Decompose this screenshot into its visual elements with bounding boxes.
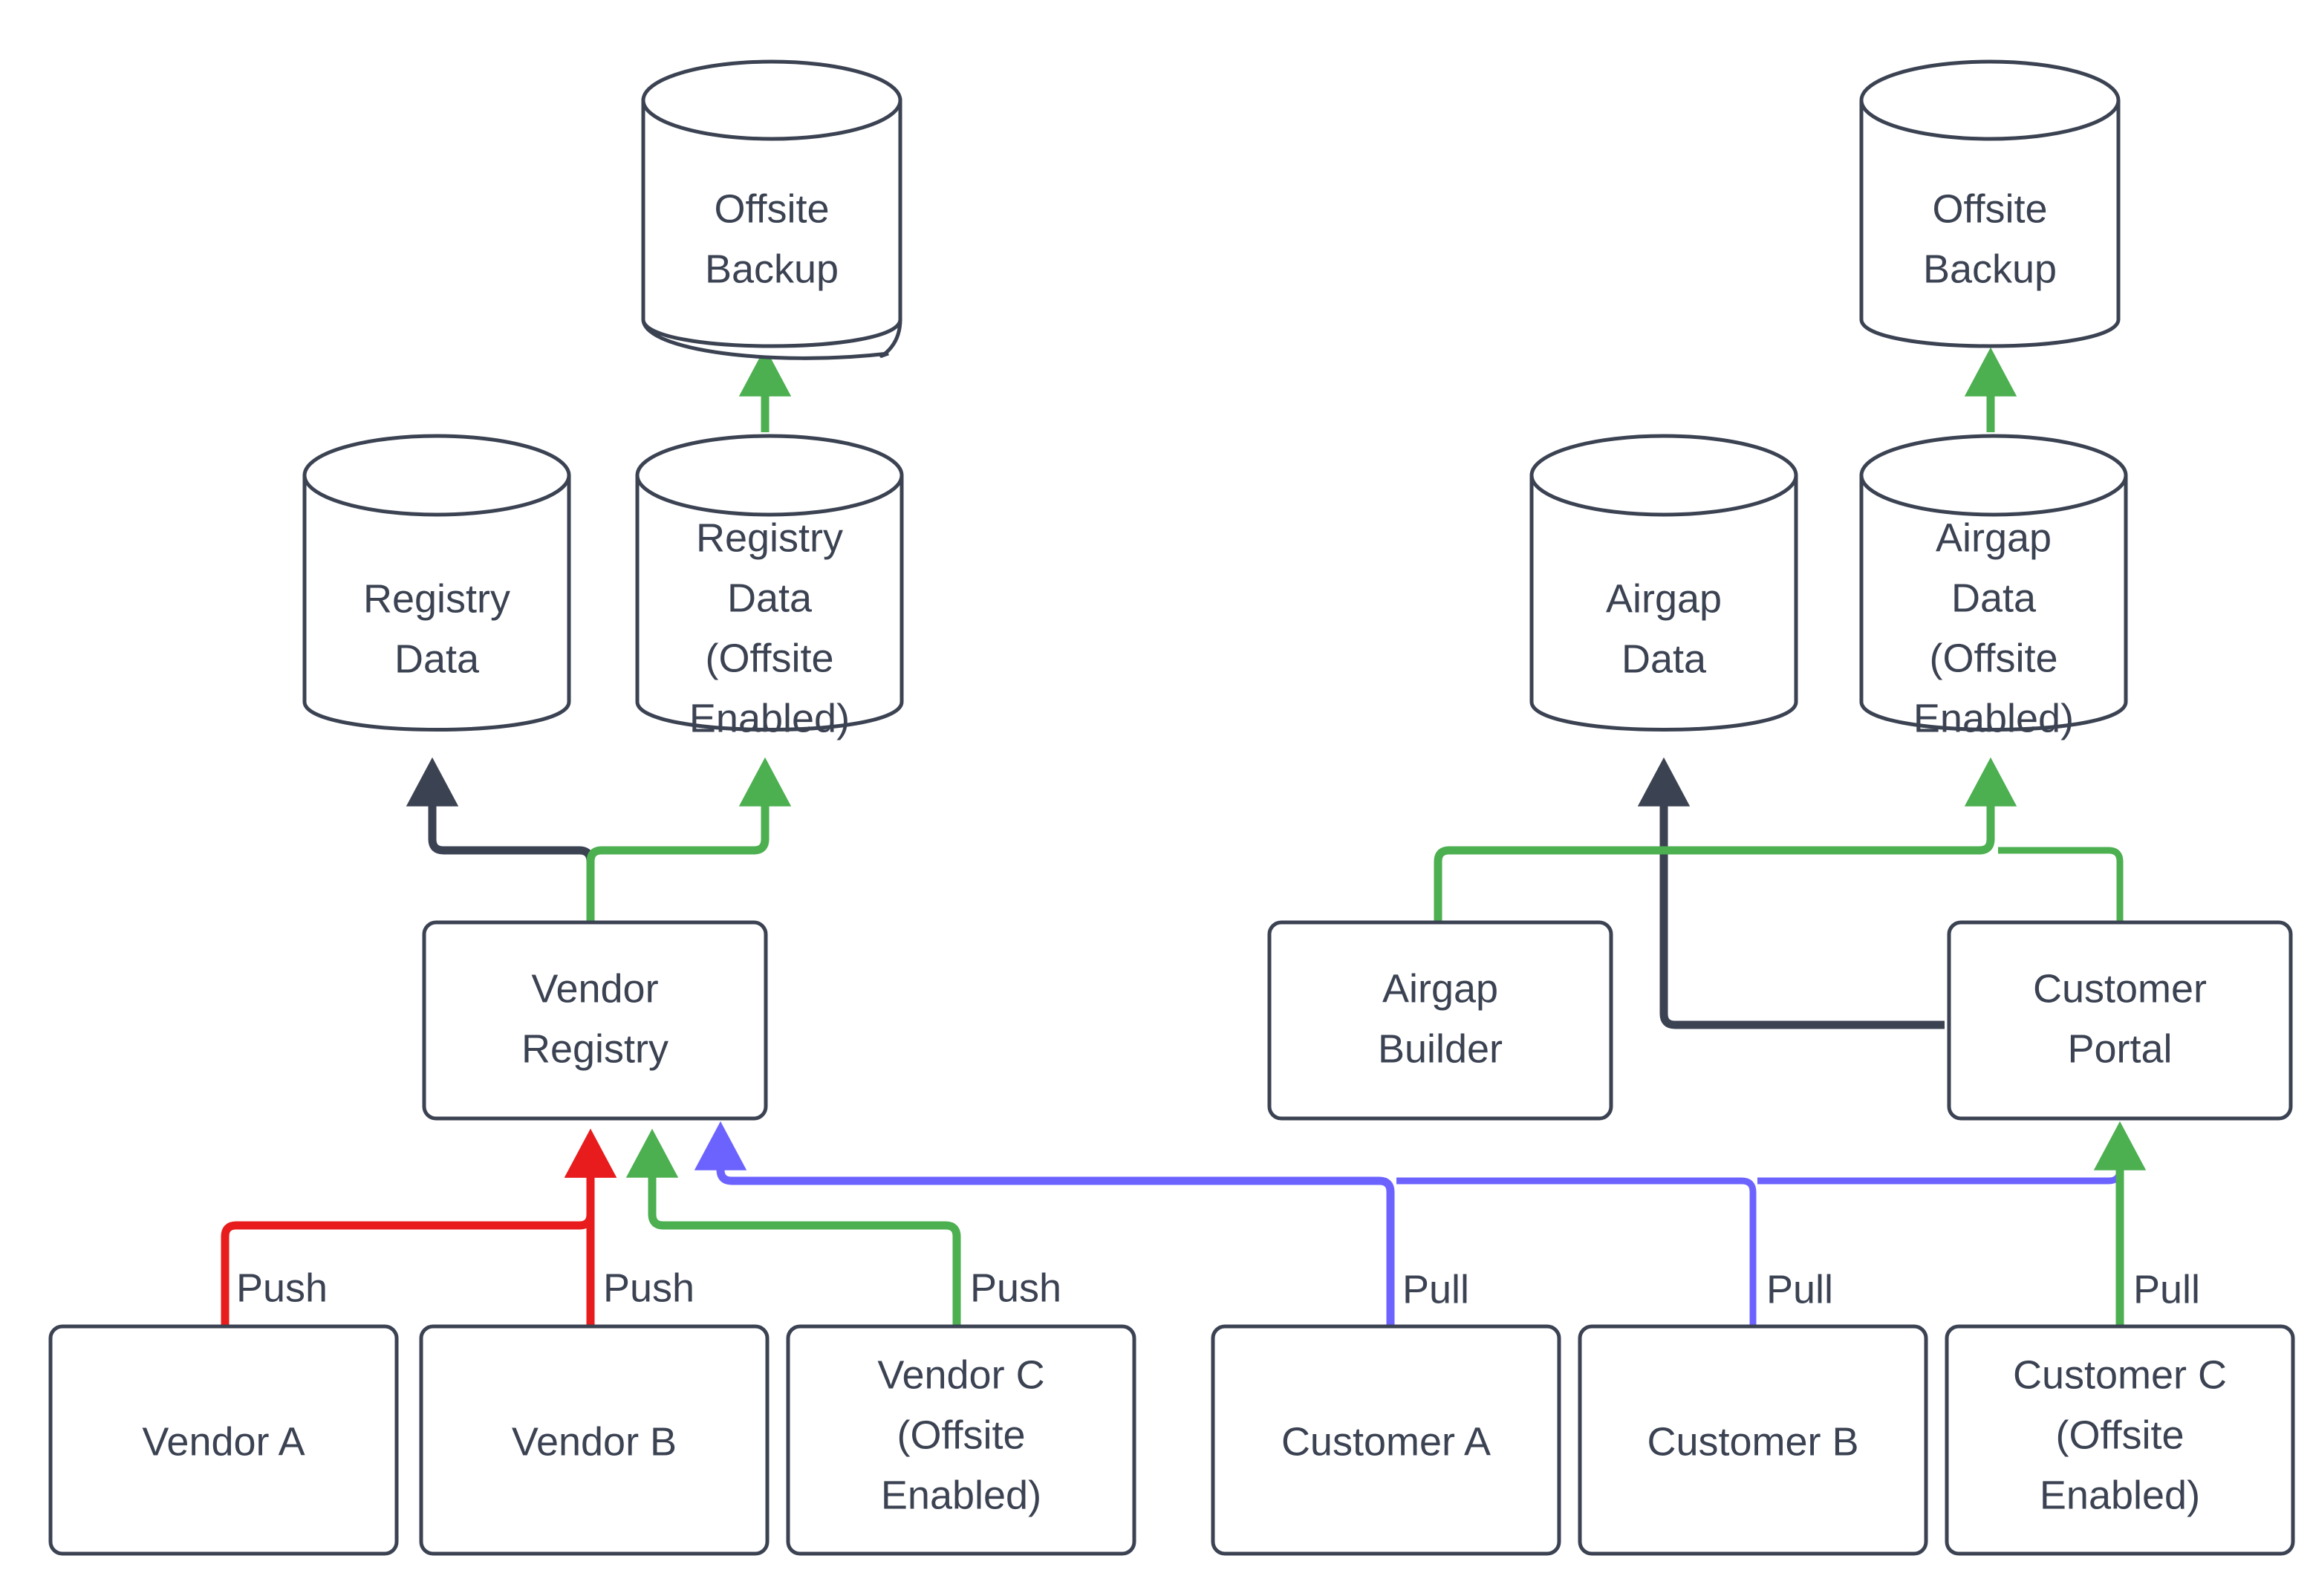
- node-customer-c[interactable]: Customer C (Offsite Enabled): [1945, 1324, 2295, 1556]
- node-label: (Offsite: [705, 636, 833, 680]
- node-registry-data[interactable]: Registry Data: [302, 434, 571, 732]
- node-vendor-a[interactable]: Vendor A: [48, 1324, 399, 1556]
- edge-label-vendor-c-push: Push: [970, 1266, 1061, 1310]
- node-label: Enabled): [881, 1473, 1041, 1517]
- edge-label-customer-b-pull: Pull: [1766, 1267, 1833, 1312]
- node-label: Airgap: [1606, 576, 1722, 621]
- edge-label-vendor-a-push: Push: [236, 1266, 328, 1310]
- edge-portal-to-registry-trunk: [1757, 1129, 2124, 1185]
- edge-registry-to-registry-data-offsite: [586, 757, 792, 921]
- node-label: Data: [727, 576, 813, 620]
- node-airgap-data-offsite[interactable]: Airgap Data (Offsite Enabled): [1859, 434, 2128, 740]
- node-registry-data-offsite[interactable]: Registry Data (Offsite Enabled): [635, 434, 904, 740]
- node-label: Airgap: [1382, 966, 1498, 1011]
- node-label: Data: [1951, 576, 2037, 620]
- edge-label-customer-a-pull: Pull: [1402, 1267, 1469, 1312]
- node-label: Vendor A: [142, 1419, 305, 1464]
- node-customer-a[interactable]: Customer A: [1211, 1324, 1561, 1556]
- edge-portal-to-airgap-offsite: [1998, 847, 2124, 921]
- node-label: Data: [1621, 636, 1707, 681]
- node-label: Customer A: [1281, 1419, 1491, 1464]
- node-label: Airgap: [1936, 515, 2052, 560]
- node-label: Offsite: [1932, 186, 2047, 231]
- edge-label-vendor-b-push: Push: [603, 1266, 694, 1310]
- edge-builder-to-airgap-offsite: [1434, 757, 2017, 921]
- node-label: Registry: [696, 515, 843, 560]
- node-label: Registry: [363, 576, 510, 621]
- node-label: (Offsite: [1929, 636, 2057, 680]
- node-label: Backup: [1923, 247, 2057, 291]
- node-offsite-backup-left[interactable]: Offsite Backup: [641, 59, 902, 360]
- edge-portal-to-airgap-data: [1637, 757, 1945, 1029]
- node-label: Portal: [2067, 1026, 2172, 1071]
- node-airgap-data[interactable]: Airgap Data: [1529, 434, 1798, 732]
- node-vendor-registry[interactable]: Vendor Registry: [422, 920, 768, 1121]
- node-label: Vendor C: [877, 1352, 1044, 1397]
- node-label: Registry: [521, 1026, 668, 1071]
- node-label: Vendor: [531, 966, 658, 1011]
- node-label: Customer C: [2013, 1352, 2227, 1397]
- node-airgap-builder[interactable]: Airgap Builder: [1267, 920, 1613, 1121]
- node-label: Enabled): [2040, 1473, 2200, 1517]
- edge-vendor-c-push: [625, 1128, 961, 1325]
- node-label: Data: [394, 636, 480, 681]
- node-customer-portal[interactable]: Customer Portal: [1947, 920, 2293, 1121]
- node-vendor-b[interactable]: Vendor B: [419, 1324, 770, 1556]
- node-vendor-c[interactable]: Vendor C (Offsite Enabled): [786, 1324, 1136, 1556]
- node-label: Customer B: [1647, 1419, 1858, 1464]
- node-label: Offsite: [714, 186, 829, 231]
- node-offsite-backup-right[interactable]: Offsite Backup: [1859, 59, 2121, 348]
- node-customer-b[interactable]: Customer B: [1578, 1324, 1928, 1556]
- node-label: Vendor B: [512, 1419, 677, 1464]
- edge-registry-to-registry-data: [406, 757, 595, 921]
- node-label: Enabled): [1913, 696, 2074, 740]
- node-label: (Offsite: [897, 1413, 1025, 1457]
- node-label: Customer: [2033, 966, 2207, 1011]
- node-label: Enabled): [689, 696, 850, 740]
- edge-customer-a-pull: [694, 1121, 1395, 1325]
- node-label: Builder: [1378, 1026, 1503, 1071]
- node-label: (Offsite: [2055, 1413, 2184, 1457]
- edge-customer-b-pull: [1396, 1177, 1757, 1325]
- edge-label-customer-c-pull: Pull: [2133, 1267, 2200, 1312]
- node-label: Backup: [705, 247, 839, 291]
